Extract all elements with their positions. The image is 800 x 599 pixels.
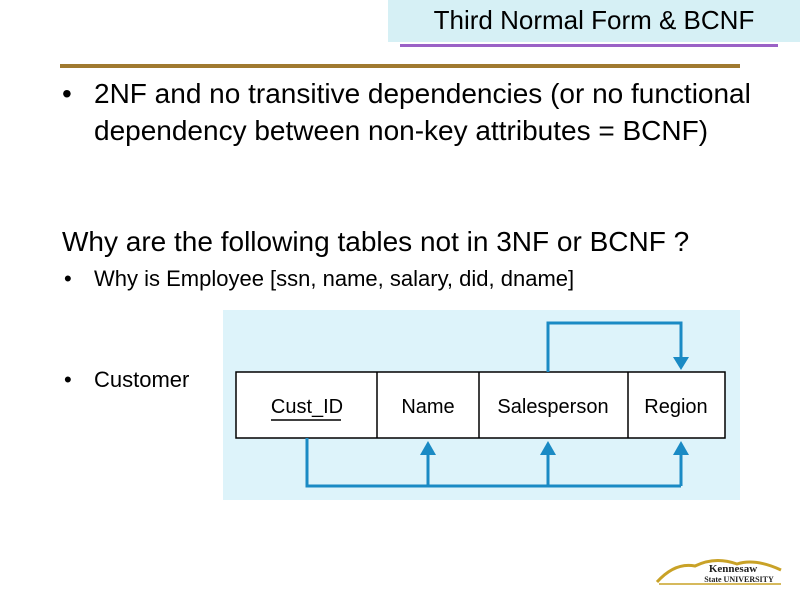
arrowhead [420, 441, 436, 455]
bullet-dot: • [62, 78, 72, 109]
title-underline [400, 44, 778, 47]
column-cust-id: Cust_ID [271, 396, 343, 418]
bullet-dot: • [64, 266, 72, 291]
dependency-diagram: Cust_ID Name Salesperson Region [223, 310, 740, 500]
slide-title: Third Normal Form & BCNF [433, 5, 755, 35]
university-logo: Kennesaw State UNIVERSITY [655, 559, 782, 585]
logo-wordmark-2: State UNIVERSITY [704, 575, 774, 584]
mountain-icon [655, 559, 782, 584]
title-box: Third Normal Form & BCNF [388, 0, 800, 42]
dependency-line-cust-id [305, 438, 681, 488]
sub-bullet-employee-text: Why is Employee [ssn, name, salary, did,… [94, 266, 575, 291]
divider-rule [60, 64, 740, 68]
column-salesperson: Salesperson [497, 396, 608, 418]
dependency-arrow-salesperson-region [546, 321, 683, 372]
logo-wordmark-1: Kennesaw [709, 563, 757, 575]
question-heading: Why are the following tables not in 3NF … [62, 226, 690, 257]
relation-box [235, 371, 726, 439]
arrowhead [540, 441, 556, 455]
column-region: Region [644, 396, 707, 418]
arrowhead [673, 441, 689, 455]
sub-bullet-customer-text: Customer [94, 367, 190, 392]
bullet-dot: • [64, 367, 72, 392]
main-bullet-text: 2NF and no transitive dependencies (or n… [94, 78, 751, 146]
column-name: Name [401, 396, 454, 418]
arrowhead [673, 357, 689, 370]
